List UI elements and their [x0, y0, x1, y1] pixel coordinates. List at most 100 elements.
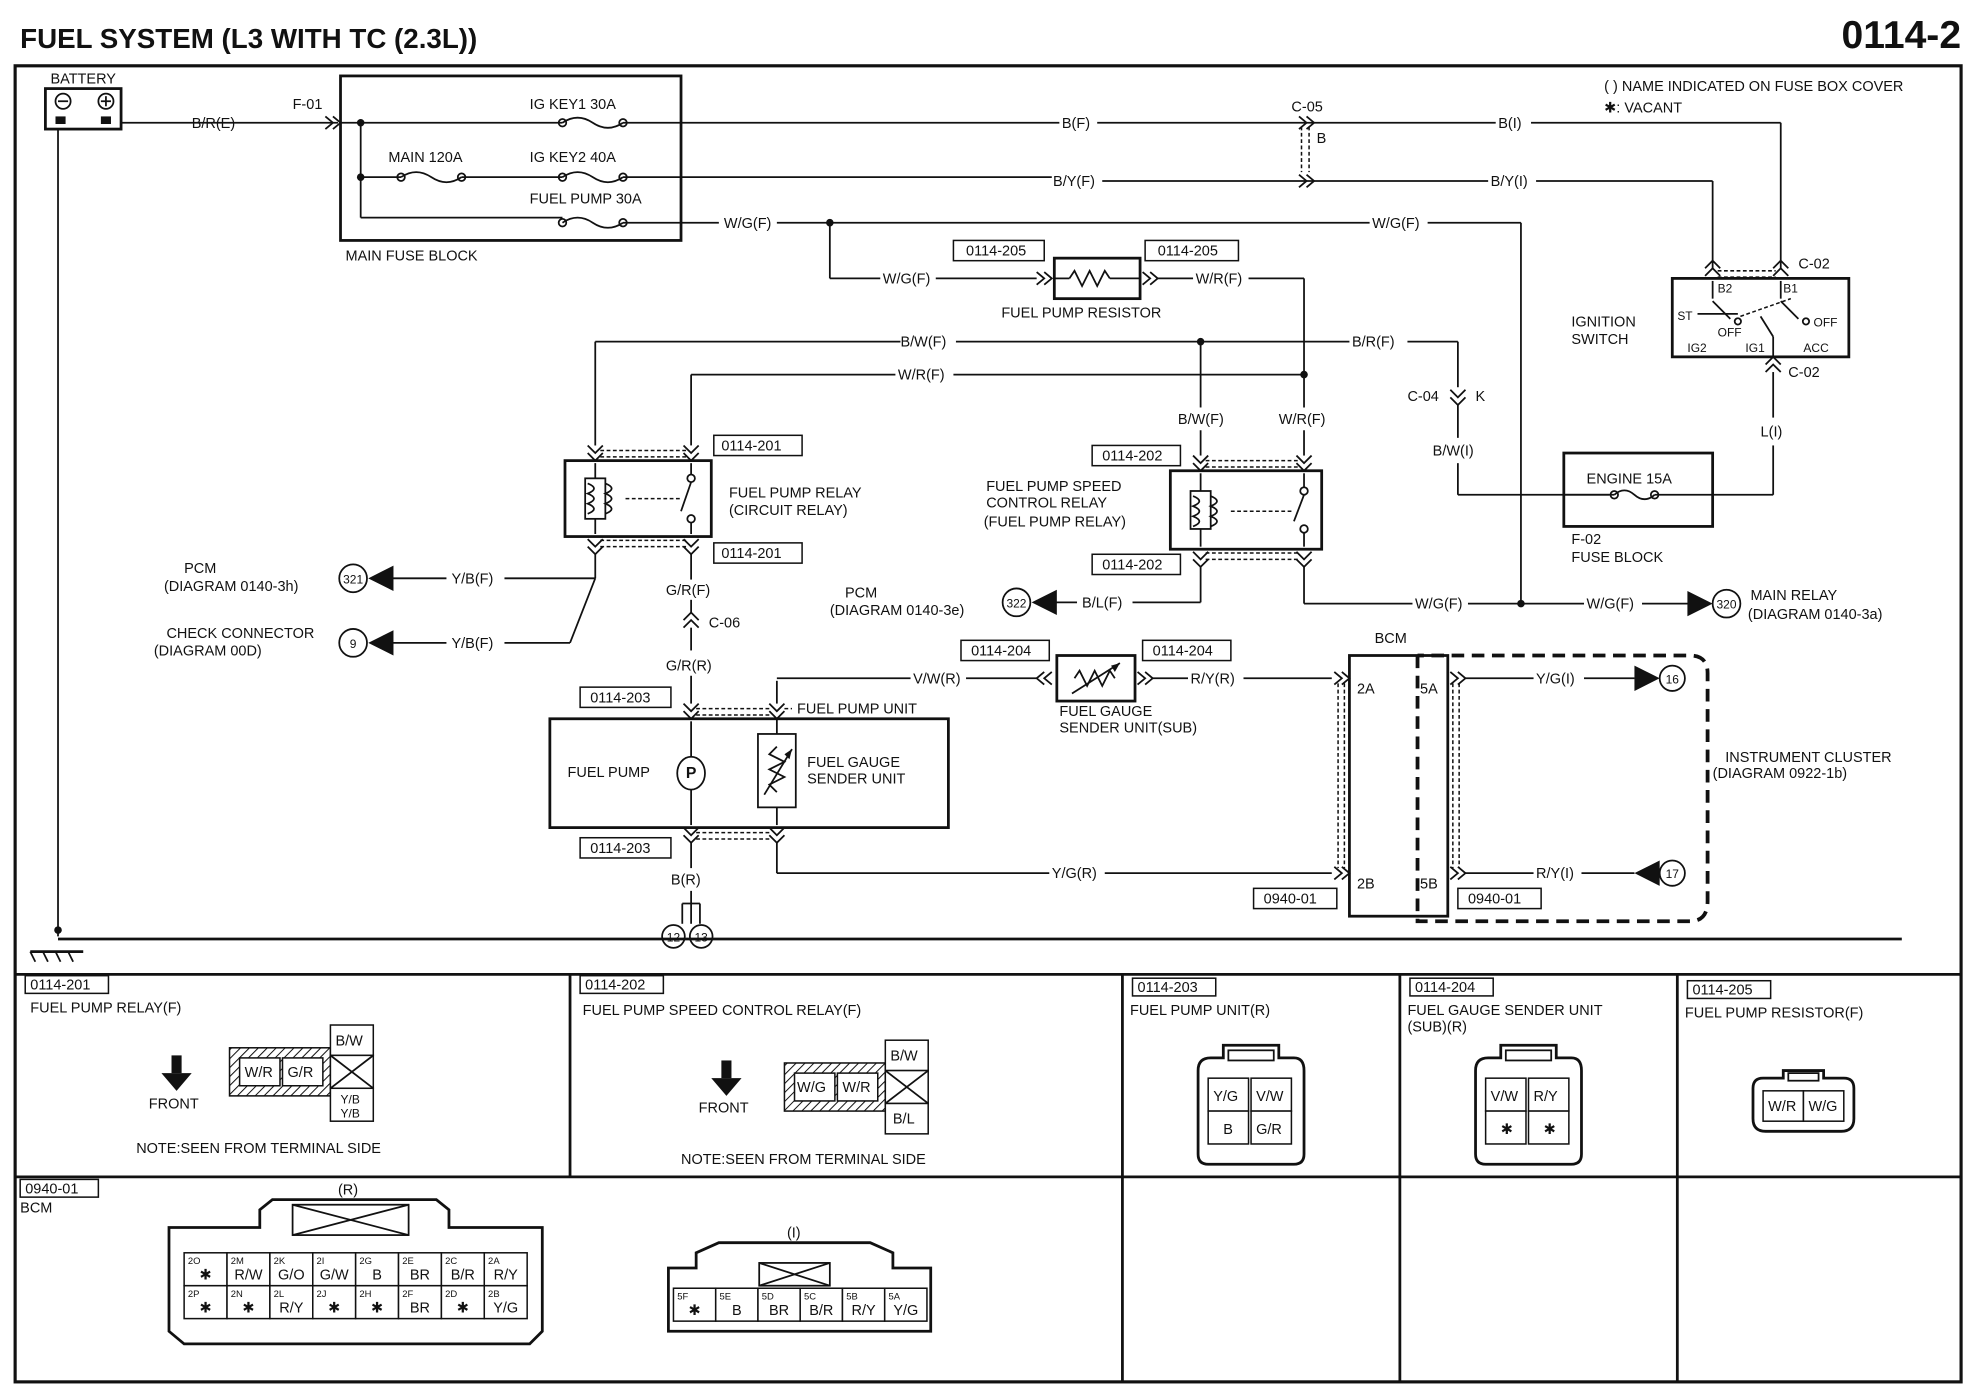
bcm-pin-id: 5C	[804, 1292, 816, 1303]
panel-0940-title: BCM	[20, 1200, 52, 1216]
pcm1-terminal: 321	[343, 572, 363, 586]
c05-label: C-05	[1291, 99, 1322, 115]
c06-label: C-06	[709, 616, 740, 632]
wire-ry-i: R/Y(I)	[1536, 866, 1574, 882]
bcm-pin-color: Y/G	[493, 1300, 518, 1316]
ground-13: 13	[695, 930, 709, 944]
bcm-pin-color: BR	[410, 1300, 430, 1316]
wire-br-e: B/R(E)	[192, 116, 235, 132]
ignition-switch-label-2: SWITCH	[1571, 332, 1628, 348]
bcm-pin-id: 2J	[317, 1289, 327, 1300]
ref-0114-205-right: 0114-205	[1158, 244, 1218, 260]
bcm-pin-5a: 5A	[1420, 681, 1438, 697]
chk-label-2: (DIAGRAM 00D)	[154, 643, 262, 659]
bcm-pin-color: ✱	[242, 1300, 254, 1316]
wire-wr-f: W/R(F)	[898, 368, 945, 384]
bcm-label: BCM	[1375, 631, 1407, 647]
panel-204-title-1: FUEL GAUGE SENDER UNIT	[1407, 1003, 1602, 1019]
bcm-pin-color: ✱	[199, 1267, 211, 1283]
speed-relay-label-1: FUEL PUMP SPEED	[986, 479, 1121, 495]
panel-205-pin-wg: W/G	[1808, 1099, 1837, 1115]
ign-pin-acc: ACC	[1803, 341, 1829, 355]
wire-b-f: B(F)	[1062, 116, 1090, 132]
panel-201-front: FRONT	[149, 1097, 199, 1113]
bcm-pin-id: 2A	[488, 1256, 500, 1267]
bcm-pin-id: 2K	[274, 1256, 286, 1267]
speed-relay-label-2: CONTROL RELAY	[986, 495, 1107, 511]
engine-fuse-block	[1562, 451, 1715, 528]
fuel-pump-relay	[563, 459, 713, 538]
bcm-pin-id: 2M	[231, 1256, 244, 1267]
bcm-conn-r-label: (R)	[338, 1183, 358, 1199]
c04-label: C-04	[1407, 389, 1438, 405]
fuse-fuelpump-label: FUEL PUMP 30A	[530, 192, 642, 208]
bcm-pin-2b: 2B	[1357, 876, 1375, 892]
bcm-pin-cell	[483, 1252, 528, 1287]
wire-yg-i: Y/G(I)	[1536, 671, 1575, 687]
panel-201-pin-yb2: Y/B	[341, 1106, 360, 1120]
pcm1-label-2: (DIAGRAM 0140-3h)	[164, 579, 298, 595]
chk-terminal: 9	[350, 637, 357, 651]
wire-l-i: L(I)	[1761, 425, 1783, 441]
bcm-pin-color: ✱	[328, 1300, 340, 1316]
panel-202-pin-wr: W/R	[842, 1080, 870, 1096]
bcm-pin-cell	[883, 1287, 928, 1322]
bcm-pin-id: 5A	[888, 1292, 900, 1303]
bcm-pin-color: R/Y	[494, 1267, 518, 1283]
panel-203-ref: 0114-203	[1138, 980, 1198, 996]
ic-terminal-16: 16	[1666, 672, 1680, 686]
panel-202-pin-wg: W/G	[797, 1080, 826, 1096]
bcm-pin-cell	[312, 1252, 357, 1287]
panel-201-pin-yb1: Y/B	[341, 1092, 360, 1106]
ref-0114-203-bottom: 0114-203	[590, 841, 650, 857]
panel-203-title: FUEL PUMP UNIT(R)	[1130, 1003, 1270, 1019]
wire-bl-f: B/L(F)	[1082, 595, 1122, 611]
bcm-pin-id: 2E	[402, 1256, 414, 1267]
bcm-pin-cell	[714, 1287, 759, 1322]
main-relay-label-2: (DIAGRAM 0140-3a)	[1748, 607, 1882, 623]
bcm-pin-color: R/W	[234, 1267, 262, 1283]
wire-by-i: B/Y(I)	[1491, 174, 1528, 190]
wire-by-f: B/Y(F)	[1053, 174, 1095, 190]
sender-sub-label-2: SENDER UNIT(SUB)	[1059, 721, 1197, 737]
wire-wr-f-v: W/R(F)	[1279, 412, 1326, 428]
ignition-switch	[1670, 277, 1851, 359]
panel-204-ref: 0114-204	[1415, 980, 1475, 996]
fuel-pump-relay-label-2: (CIRCUIT RELAY)	[729, 503, 848, 519]
panel-202-title: FUEL PUMP SPEED CONTROL RELAY(F)	[583, 1003, 862, 1019]
bcm-pin-5b: 5B	[1420, 876, 1438, 892]
bcm-pin-id: 2D	[445, 1289, 457, 1300]
fuel-pump-speed-control-relay	[1168, 469, 1324, 551]
bcm-pin-id: 5E	[719, 1292, 731, 1303]
wire-bw-f-v: B/W(F)	[1178, 412, 1224, 428]
fuse-igkey2-label: IG KEY2 40A	[530, 150, 617, 166]
bcm-box	[1348, 654, 1450, 918]
panel-201-ref: 0114-201	[30, 978, 90, 994]
bcm-pin-id: 2O	[188, 1256, 201, 1267]
sender-label-2: SENDER UNIT	[807, 771, 905, 787]
c04-pin: K	[1476, 389, 1486, 405]
wire-b-i: B(I)	[1498, 116, 1521, 132]
bcm-conn-i-label: (I)	[787, 1226, 801, 1242]
bcm-pin-color: ✱	[689, 1303, 701, 1319]
bcm-pin-id: 2F	[402, 1289, 413, 1300]
fuel-pump-unit	[548, 717, 950, 829]
bcm-pin-color: B/R	[809, 1303, 833, 1319]
bcm-connector-r-grid: 2O✱2MR/W2KG/O2IG/W2GB2EBR2CB/R2AR/Y2P✱2N…	[183, 1252, 528, 1320]
bcm-pin-color: ✱	[199, 1300, 211, 1316]
ref-0114-202-top: 0114-202	[1102, 449, 1162, 465]
sender-sub-label-1: FUEL GAUGE	[1059, 704, 1152, 720]
ign-pin-ig2: IG2	[1687, 341, 1707, 355]
panel-201-pin-gr: G/R	[288, 1065, 314, 1081]
fuel-pump-unit-label: FUEL PUMP UNIT	[797, 702, 917, 718]
wire-wg-f-mid2: W/G(F)	[1587, 597, 1634, 613]
ign-pin-b1: B1	[1783, 281, 1798, 295]
panel-202-pin-bl: B/L	[893, 1112, 915, 1128]
bcm-pin-id: 2G	[359, 1256, 372, 1267]
bcm-pin-color: Y/G	[893, 1303, 918, 1319]
bcm-pin-cell	[483, 1284, 528, 1320]
pcm2-terminal: 322	[1006, 596, 1026, 610]
ref-0114-204-left: 0114-204	[971, 643, 1031, 659]
